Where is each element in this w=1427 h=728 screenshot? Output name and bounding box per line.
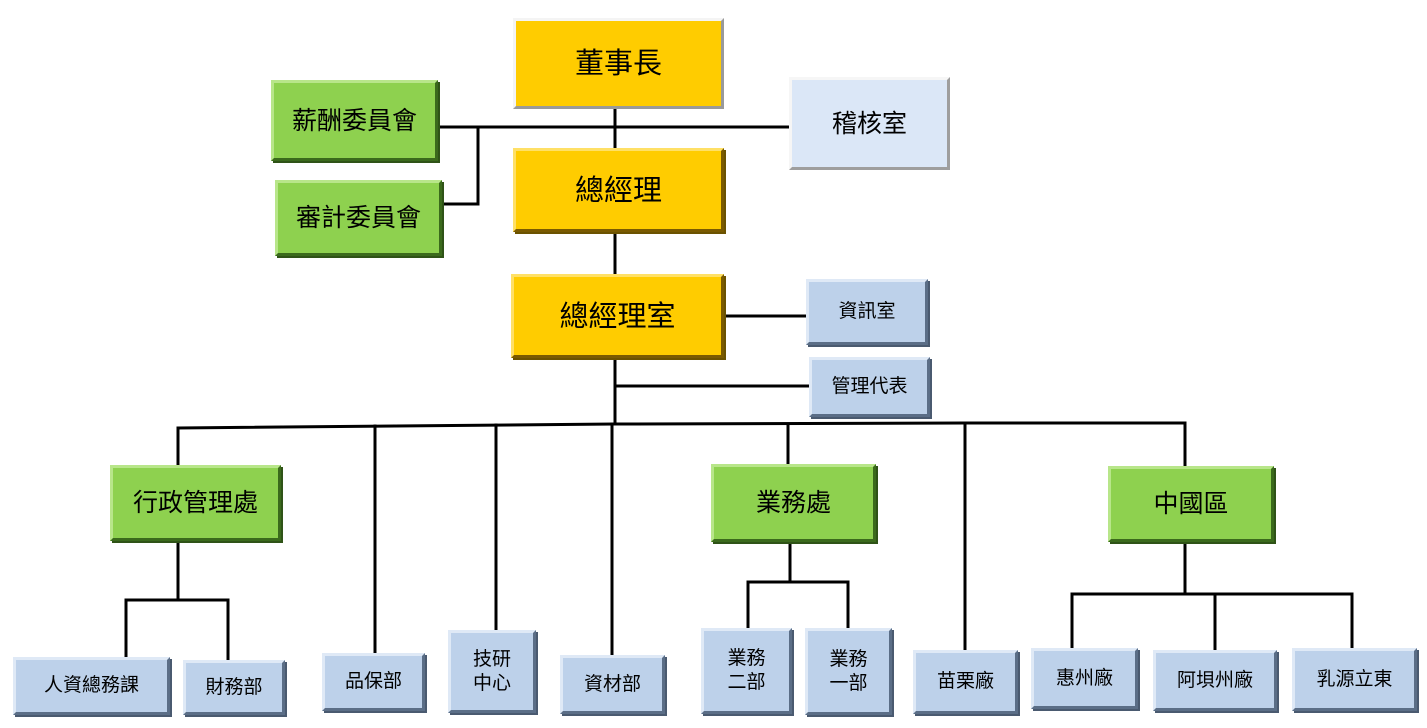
gm-office-box: 總經理室: [511, 274, 724, 358]
connector-china-children: [1070, 538, 1354, 654]
rd-center-box: 技研 中心: [448, 630, 536, 713]
ruyuan-lidong-box: 乳源立東: [1292, 648, 1417, 711]
chairman-box: 董事長: [513, 18, 724, 109]
admin-division-box: 行政管理處: [110, 465, 281, 541]
sales-dept-2-box: 業務 二部: [701, 628, 792, 714]
remuneration-committee-box: 薪酬委員會: [271, 80, 438, 161]
connector-audit-committee: [438, 125, 480, 206]
sales-dept-1-box: 業務 一部: [805, 628, 892, 715]
hr-general-affairs-box: 人資總務課: [13, 657, 170, 715]
audit-committee-box: 審計委員會: [275, 180, 442, 256]
china-region-box: 中國區: [1108, 466, 1274, 542]
general-manager-box: 總經理: [513, 148, 724, 232]
finance-dept-box: 財務部: [183, 660, 285, 715]
abazhou-plant-box: 阿垻州廠: [1153, 650, 1277, 711]
audit-office-box: 稽核室: [789, 77, 950, 170]
huizhou-plant-box: 惠州廠: [1031, 648, 1138, 709]
connector-admin-children: [124, 538, 230, 664]
sales-division-box: 業務處: [711, 464, 876, 542]
management-rep-box: 管理代表: [809, 357, 930, 417]
connector-sales-children: [746, 538, 850, 632]
materials-dept-box: 資材部: [560, 655, 665, 714]
it-office-box: 資訊室: [806, 279, 928, 345]
miaoli-plant-box: 苗栗廠: [913, 650, 1018, 714]
quality-dept-box: 品保部: [322, 653, 425, 711]
connector-bus: [176, 421, 1187, 430]
